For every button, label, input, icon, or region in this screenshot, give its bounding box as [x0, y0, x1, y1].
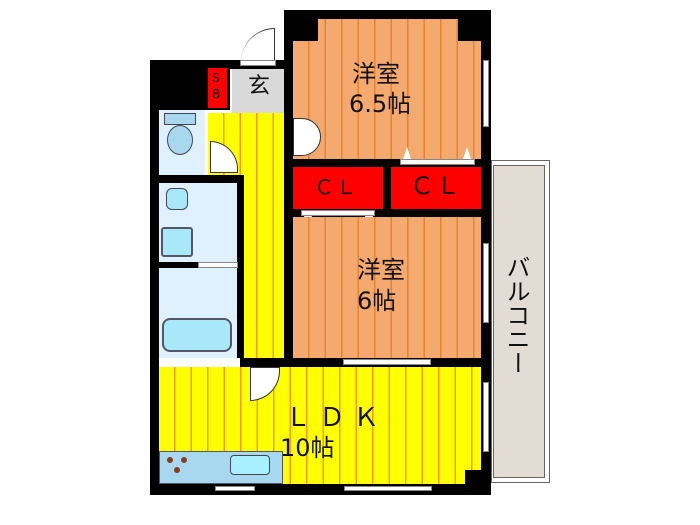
bathtub — [162, 318, 232, 352]
room1-window[interactable] — [483, 60, 489, 127]
entrance-label: 玄 — [248, 74, 271, 99]
wall-bath-top — [150, 262, 198, 268]
outer-wall-bottom — [150, 484, 491, 495]
wall-hall-left — [237, 175, 244, 358]
closet-2-doors[interactable] — [400, 159, 475, 165]
toilet-tank — [164, 113, 196, 125]
stove-burner — [174, 467, 180, 473]
balcony-floor — [493, 165, 545, 478]
western-room-2-name: 洋室 — [357, 256, 405, 284]
ldk-name: ＬＤＫ — [285, 403, 388, 433]
closet-door-marker — [463, 147, 471, 159]
outer-wall-top-right — [284, 10, 490, 19]
shoe-box — [208, 68, 227, 108]
washing-machine — [161, 227, 193, 257]
western-room-2 — [293, 217, 481, 358]
washbasin — [166, 188, 188, 210]
ldk-window-bottom-right[interactable] — [344, 486, 432, 491]
shoe-box-label-s: S — [212, 71, 220, 85]
closet-1 — [293, 167, 383, 209]
closet-2 — [391, 167, 481, 209]
ldk-corner — [465, 470, 481, 484]
stove-burner — [167, 457, 173, 463]
western-room-1-size: 6.5帖 — [349, 90, 412, 118]
toilet-bowl — [167, 125, 193, 155]
room2-sliding-door[interactable] — [343, 359, 431, 365]
kitchen-sink — [230, 455, 270, 475]
entrance — [232, 69, 284, 113]
ldk-window-bottom-left[interactable] — [215, 486, 255, 491]
closet-door-marker — [403, 147, 411, 159]
balcony-label: バルコニー — [502, 255, 530, 375]
front-door[interactable] — [241, 28, 275, 62]
room2-window[interactable] — [483, 243, 489, 323]
wall-toilet-bottom — [150, 175, 240, 183]
western-room-2-size: 6帖 — [357, 287, 397, 315]
stove-burner — [181, 457, 187, 463]
closet-1-label: ＣＬ — [314, 175, 358, 199]
shoe-box-label-b: B — [212, 87, 221, 101]
western-room-1-name: 洋室 — [352, 60, 400, 88]
bath-door[interactable] — [198, 262, 238, 268]
ldk-size: 10帖 — [280, 434, 335, 462]
ldk-window-right[interactable] — [483, 382, 489, 452]
room1-corner-right — [458, 19, 481, 41]
closet-1-doors[interactable] — [301, 210, 375, 216]
western-room-1 — [293, 19, 481, 159]
front-door-frame — [240, 60, 276, 66]
outer-wall-left — [150, 60, 159, 495]
room1-corner-left — [293, 19, 318, 41]
closet-2-label: ＣＬ — [410, 172, 462, 200]
